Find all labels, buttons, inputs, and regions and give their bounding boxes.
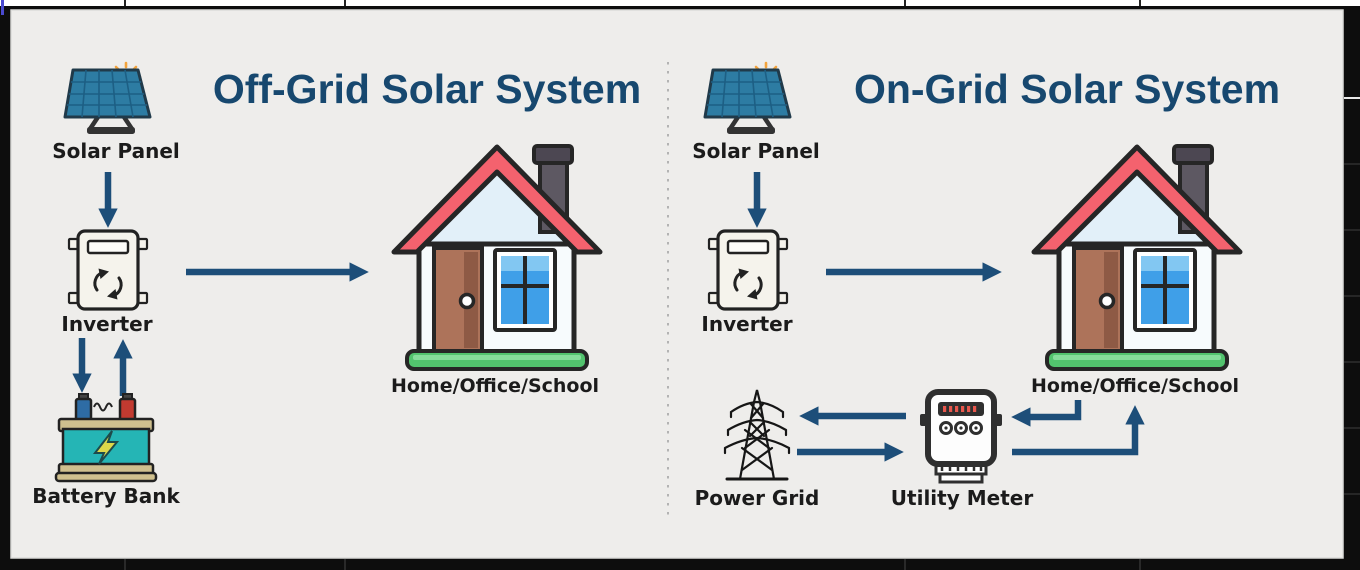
solar-panel-label: Solar Panel bbox=[52, 139, 180, 163]
battery-bank-icon bbox=[54, 393, 158, 483]
inverter-label: Inverter bbox=[701, 312, 792, 336]
on-grid-system: On-Grid Solar System Solar Panel Inverte… bbox=[692, 63, 1280, 510]
top-strip bbox=[0, 0, 1360, 6]
utility-meter-label: Utility Meter bbox=[891, 486, 1034, 510]
on-grid-title: On-Grid Solar System bbox=[854, 66, 1280, 112]
inverter-icon bbox=[707, 229, 789, 311]
cursor-tick bbox=[1, 0, 4, 15]
arrow-meter-to-building bbox=[1012, 405, 1145, 456]
building-label: Home/Office/School bbox=[391, 375, 599, 397]
off-grid-system: Off-Grid Solar System Solar Panel Invert… bbox=[32, 63, 641, 508]
building-label: Home/Office/School bbox=[1031, 375, 1239, 397]
inverter-label: Inverter bbox=[61, 312, 152, 336]
off-grid-title: Off-Grid Solar System bbox=[213, 66, 641, 112]
solar-panel-label: Solar Panel bbox=[692, 139, 820, 163]
arrow-building-to-meter bbox=[1011, 400, 1082, 427]
top-strip-ticks bbox=[124, 0, 1141, 6]
bottom-border-ticks bbox=[124, 559, 1141, 570]
power-grid-icon bbox=[723, 389, 791, 481]
power-grid-label: Power Grid bbox=[695, 486, 820, 510]
right-border-ticks bbox=[1344, 97, 1360, 495]
lightning-bolt-icon bbox=[92, 430, 120, 465]
inverter-icon bbox=[67, 229, 149, 311]
utility-meter-icon bbox=[920, 389, 1002, 484]
battery-bank-label: Battery Bank bbox=[32, 484, 180, 508]
